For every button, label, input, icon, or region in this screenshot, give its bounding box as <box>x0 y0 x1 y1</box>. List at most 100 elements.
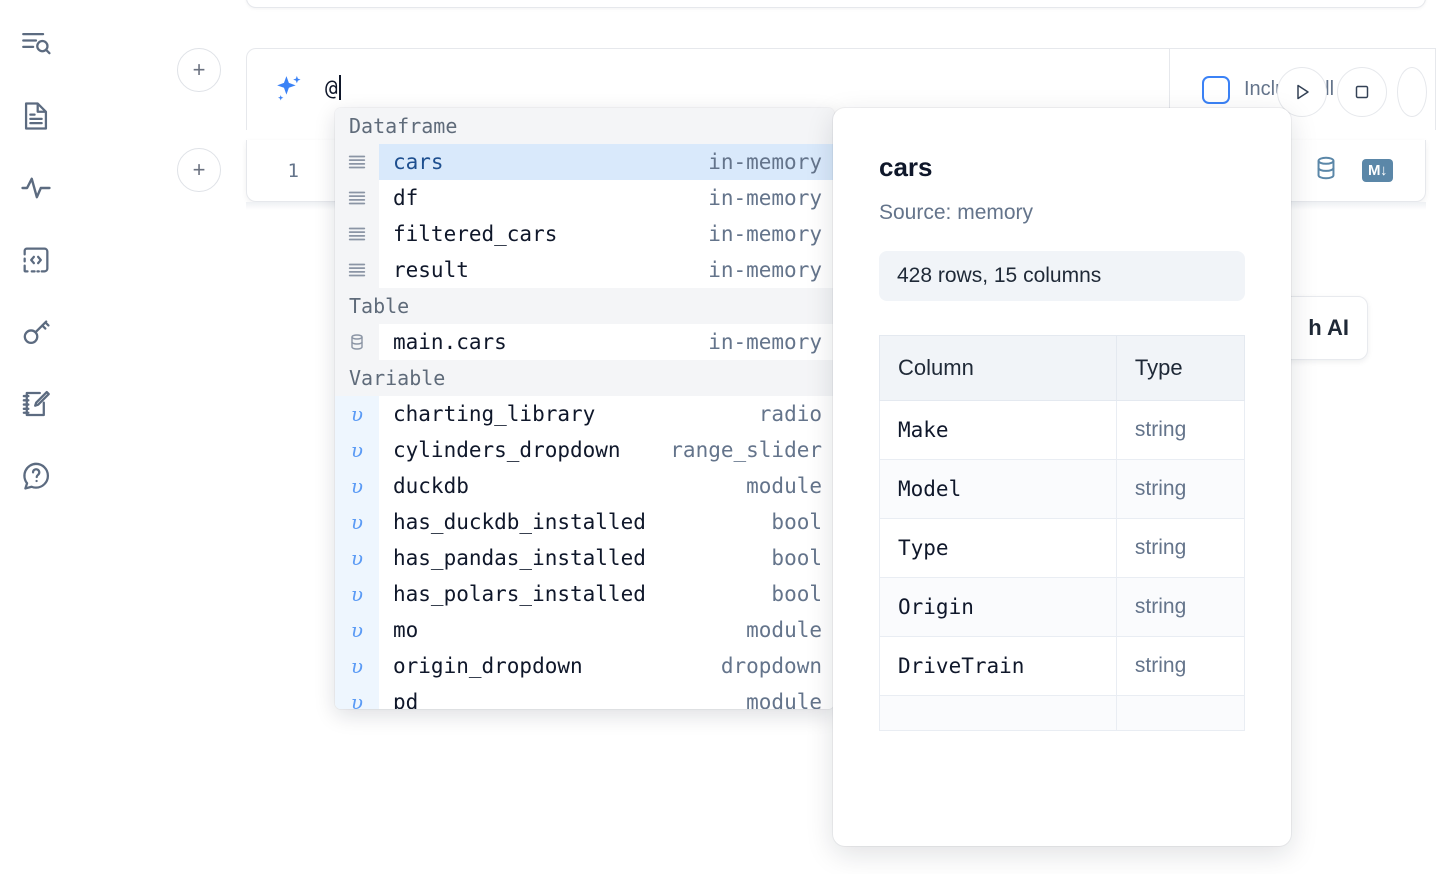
more-actions-button[interactable] <box>1397 67 1427 117</box>
autocomplete-item-name: filtered_cars <box>393 222 558 246</box>
autocomplete-item-name: main.cars <box>393 330 507 354</box>
include-all-code-checkbox[interactable] <box>1202 75 1230 104</box>
help-chat-icon[interactable] <box>14 450 58 502</box>
doc-column-name: DriveTrain <box>879 636 1117 696</box>
ai-prompt-value: @ <box>325 76 338 100</box>
autocomplete-item[interactable]: υ origin_dropdown dropdown <box>335 648 834 684</box>
autocomplete-item-name: df <box>393 186 419 210</box>
doc-column-name: Origin <box>879 577 1117 637</box>
autocomplete-item[interactable]: result in-memory <box>335 252 834 288</box>
autocomplete-item[interactable]: cars in-memory <box>335 144 834 180</box>
doc-column-name: Model <box>879 459 1117 519</box>
autocomplete-item[interactable]: main.cars in-memory <box>335 324 834 360</box>
autocomplete-item-name: has_pandas_installed <box>393 546 646 570</box>
doc-stats-badge: 428 rows, 15 columns <box>879 251 1245 301</box>
doc-table-header-cell: Type <box>1115 335 1246 401</box>
autocomplete-item-name: pd <box>393 690 419 709</box>
autocomplete-item-name: mo <box>393 618 419 642</box>
add-cell-button-bottom[interactable]: + <box>177 148 221 192</box>
autocomplete-item-meta: in-memory <box>708 330 822 354</box>
autocomplete-item-meta: in-memory <box>708 258 822 282</box>
database-icon[interactable] <box>1312 154 1340 187</box>
autocomplete-item-name: cars <box>393 150 444 174</box>
autocomplete-item-name: origin_dropdown <box>393 654 583 678</box>
dataframe-icon <box>335 252 379 288</box>
autocomplete-item-meta: bool <box>771 510 822 534</box>
doc-table-header-cell: Column <box>879 335 1117 401</box>
doc-source: Source: memory <box>879 201 1034 224</box>
autocomplete-item-meta: module <box>746 690 822 709</box>
autocomplete-item-name: duckdb <box>393 474 469 498</box>
ai-prompt-options: Include all code <box>1170 48 1436 130</box>
markdown-icon[interactable]: M↓ <box>1362 159 1393 182</box>
plus-icon: + <box>192 157 206 182</box>
variable-icon: υ <box>335 504 379 540</box>
key-secrets-icon[interactable] <box>14 306 58 358</box>
autocomplete-item[interactable]: υ has_duckdb_installed bool <box>335 504 834 540</box>
variable-icon: υ <box>335 612 379 648</box>
doc-column-type: string <box>1115 577 1246 637</box>
autocomplete-item-meta: in-memory <box>708 150 822 174</box>
autocomplete-item-meta: bool <box>771 546 822 570</box>
doc-column-name: Make <box>879 400 1117 460</box>
doc-column-name <box>879 695 1117 731</box>
variable-icon: υ <box>335 648 379 684</box>
autocomplete-item-meta: range_slider <box>670 438 822 462</box>
variable-icon: υ <box>335 576 379 612</box>
cell-toolbar: M↓ <box>1312 154 1425 187</box>
autocomplete-item[interactable]: υ cylinders_dropdown range_slider <box>335 432 834 468</box>
doc-column-type: string <box>1115 459 1246 519</box>
left-icon-rail <box>0 0 72 874</box>
autocomplete-item-name: cylinders_dropdown <box>393 438 621 462</box>
stop-button[interactable] <box>1337 67 1387 117</box>
autocomplete-item-meta: module <box>746 474 822 498</box>
text-caret <box>338 75 341 100</box>
autocomplete-section-header: Table <box>335 288 834 324</box>
doc-column-type: string <box>1115 400 1246 460</box>
autocomplete-item-name: has_duckdb_installed <box>393 510 646 534</box>
previous-cell-partial <box>246 0 1426 8</box>
variable-icon: υ <box>335 396 379 432</box>
activity-pulse-icon[interactable] <box>14 162 58 214</box>
doc-column-type: string <box>1115 636 1246 696</box>
autocomplete-item[interactable]: υ has_pandas_installed bool <box>335 540 834 576</box>
doc-title: cars <box>879 152 933 182</box>
autocomplete-item-name: charting_library <box>393 402 596 426</box>
autocomplete-item-meta: dropdown <box>720 654 822 678</box>
cell-run-controls <box>1277 67 1427 117</box>
dataframe-icon <box>335 144 379 180</box>
code-snippet-icon[interactable] <box>14 234 58 286</box>
completion-documentation-panel: cars Source: memory 428 rows, 15 columns… <box>833 108 1291 846</box>
variable-icon: υ <box>335 540 379 576</box>
run-button[interactable] <box>1277 67 1327 117</box>
autocomplete-section-header: Dataframe <box>335 108 834 144</box>
autocomplete-item[interactable]: filtered_cars in-memory <box>335 216 834 252</box>
doc-column-type: string <box>1115 518 1246 578</box>
doc-column-type <box>1115 695 1246 731</box>
variable-icon: υ <box>335 432 379 468</box>
add-cell-button-top[interactable]: + <box>177 48 221 92</box>
autocomplete-item-meta: radio <box>758 402 822 426</box>
autocomplete-item[interactable]: υ charting_library radio <box>335 396 834 432</box>
ai-prompt-text: @ <box>325 71 341 103</box>
table-database-icon <box>335 324 379 360</box>
variable-icon: υ <box>335 684 379 709</box>
autocomplete-item-meta: in-memory <box>708 222 822 246</box>
generate-with-ai-label: h AI <box>1308 315 1349 340</box>
autocomplete-item-name: result <box>393 258 469 282</box>
outline-search-icon[interactable] <box>14 18 58 70</box>
file-document-icon[interactable] <box>14 90 58 142</box>
scratchpad-edit-icon[interactable] <box>14 378 58 430</box>
